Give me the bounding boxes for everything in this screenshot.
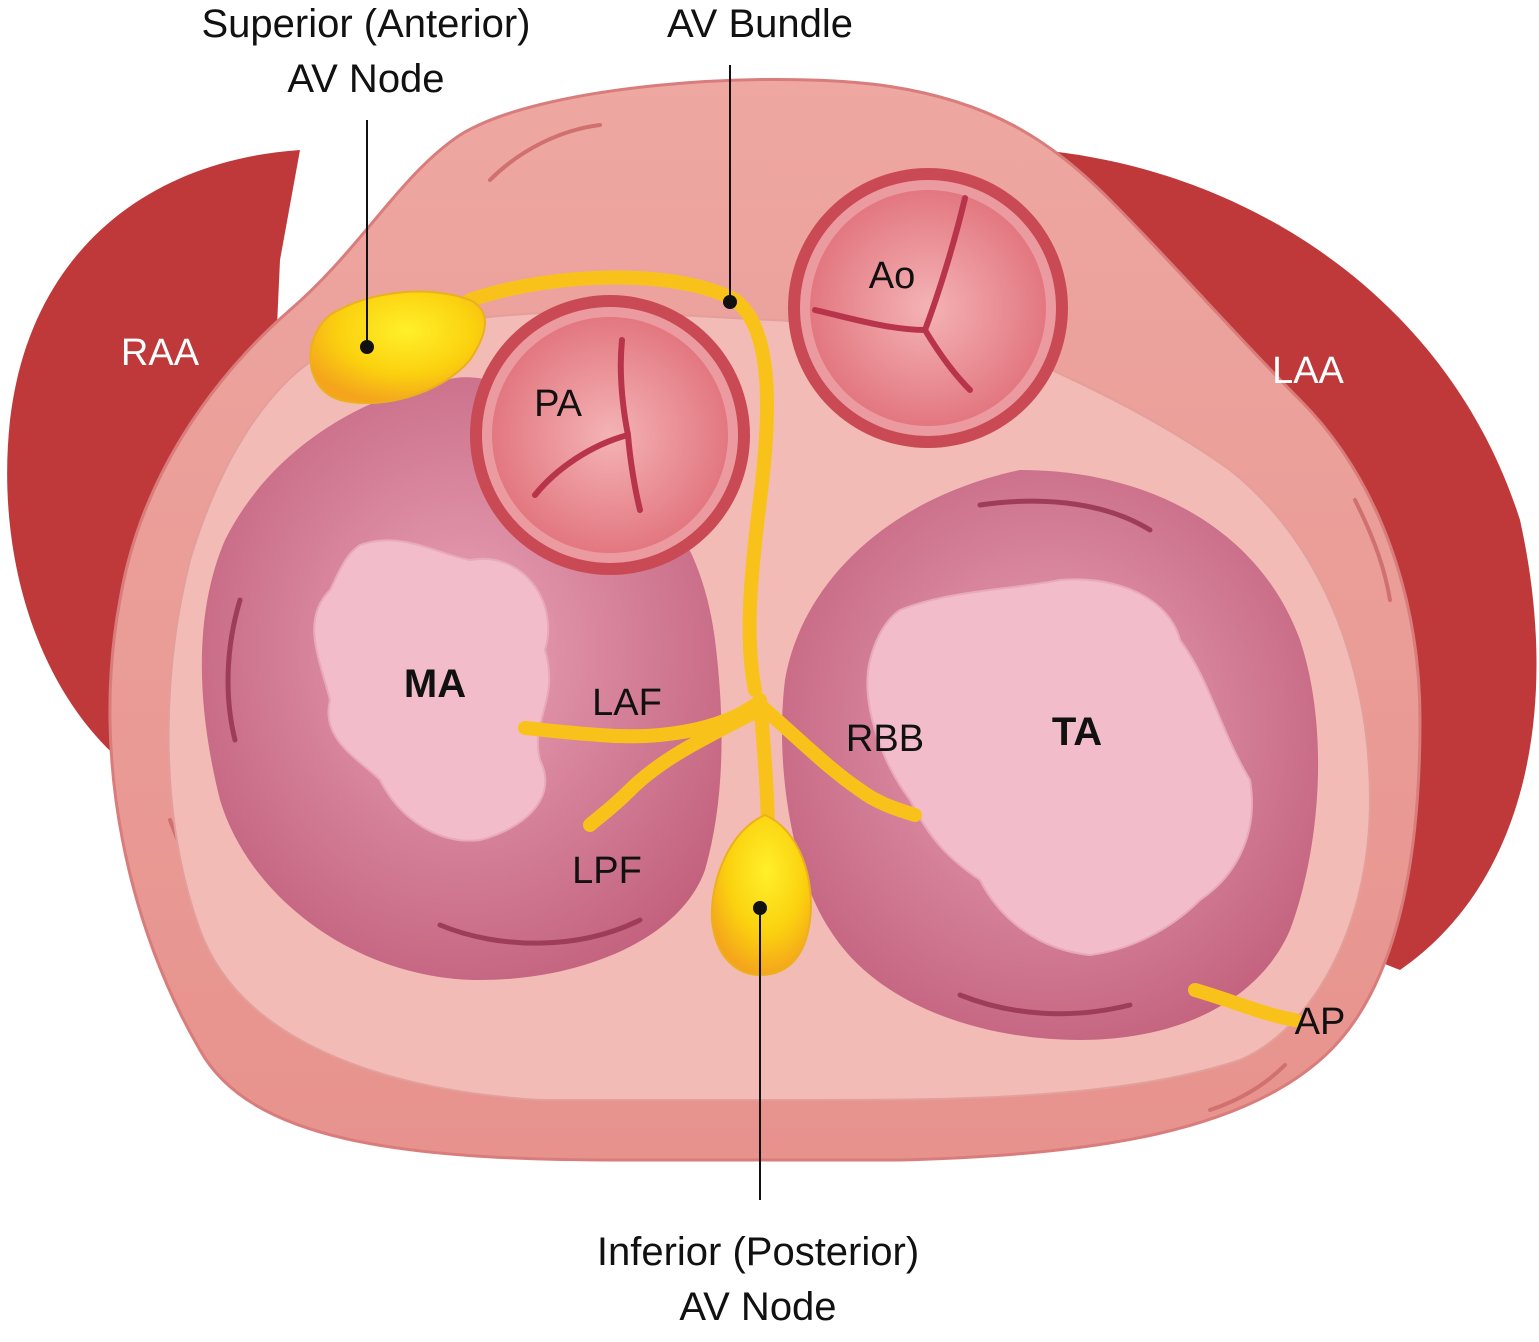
inferior-node-label-line1: Inferior (Posterior) [597, 1230, 919, 1274]
aortic-valve-commissure-2 [812, 307, 928, 333]
laf-label: LAF [592, 682, 662, 724]
laa-label: LAA [1272, 350, 1344, 392]
superior-node-marker [360, 340, 374, 354]
pulmonary-valve-commissure-2 [532, 432, 631, 498]
pulmonary-valve [492, 317, 728, 553]
accessory-pathway [1188, 983, 1302, 1027]
ao-label: Ao [869, 255, 915, 297]
tissue-fold-bottom-right [1208, 1063, 1287, 1112]
tricuspid-annulus-inner [866, 578, 1253, 957]
aortic-valve-commissure-3 [922, 327, 973, 393]
mitral-annulus-inner [313, 539, 551, 842]
inferior-node-marker [753, 901, 767, 915]
aortic-valve-commissure-1 [922, 195, 968, 333]
tissue-fold-top [488, 123, 602, 182]
ta-label: TA [1052, 710, 1102, 754]
right-bundle-branch [753, 698, 922, 822]
superior-av-node [309, 290, 486, 404]
av-bundle-marker [723, 295, 737, 309]
ap-label: AP [1295, 1001, 1346, 1043]
raa-label: RAA [121, 332, 200, 374]
superior-node-label-line1: Superior (Anterior) [201, 2, 530, 46]
ma-label: MA [404, 662, 466, 706]
tricuspid-fold-top [977, 498, 1153, 533]
mitral-fold-bottom [437, 917, 643, 946]
superior-node-label-line2: AV Node [287, 57, 444, 101]
tricuspid-fold-bottom [957, 992, 1133, 1017]
rbb-label: RBB [846, 718, 924, 760]
inferior-node-label-line2: AV Node [679, 1285, 836, 1329]
tissue-fold-right [1353, 498, 1392, 602]
pa-label: PA [534, 383, 583, 425]
mitral-fold-left [225, 597, 243, 743]
aortic-valve [810, 190, 1046, 426]
lpf-label: LPF [572, 850, 642, 892]
av-bundle-label: AV Bundle [667, 2, 853, 46]
av-bundle-path [463, 270, 775, 697]
left-posterior-fascicle [583, 705, 762, 832]
